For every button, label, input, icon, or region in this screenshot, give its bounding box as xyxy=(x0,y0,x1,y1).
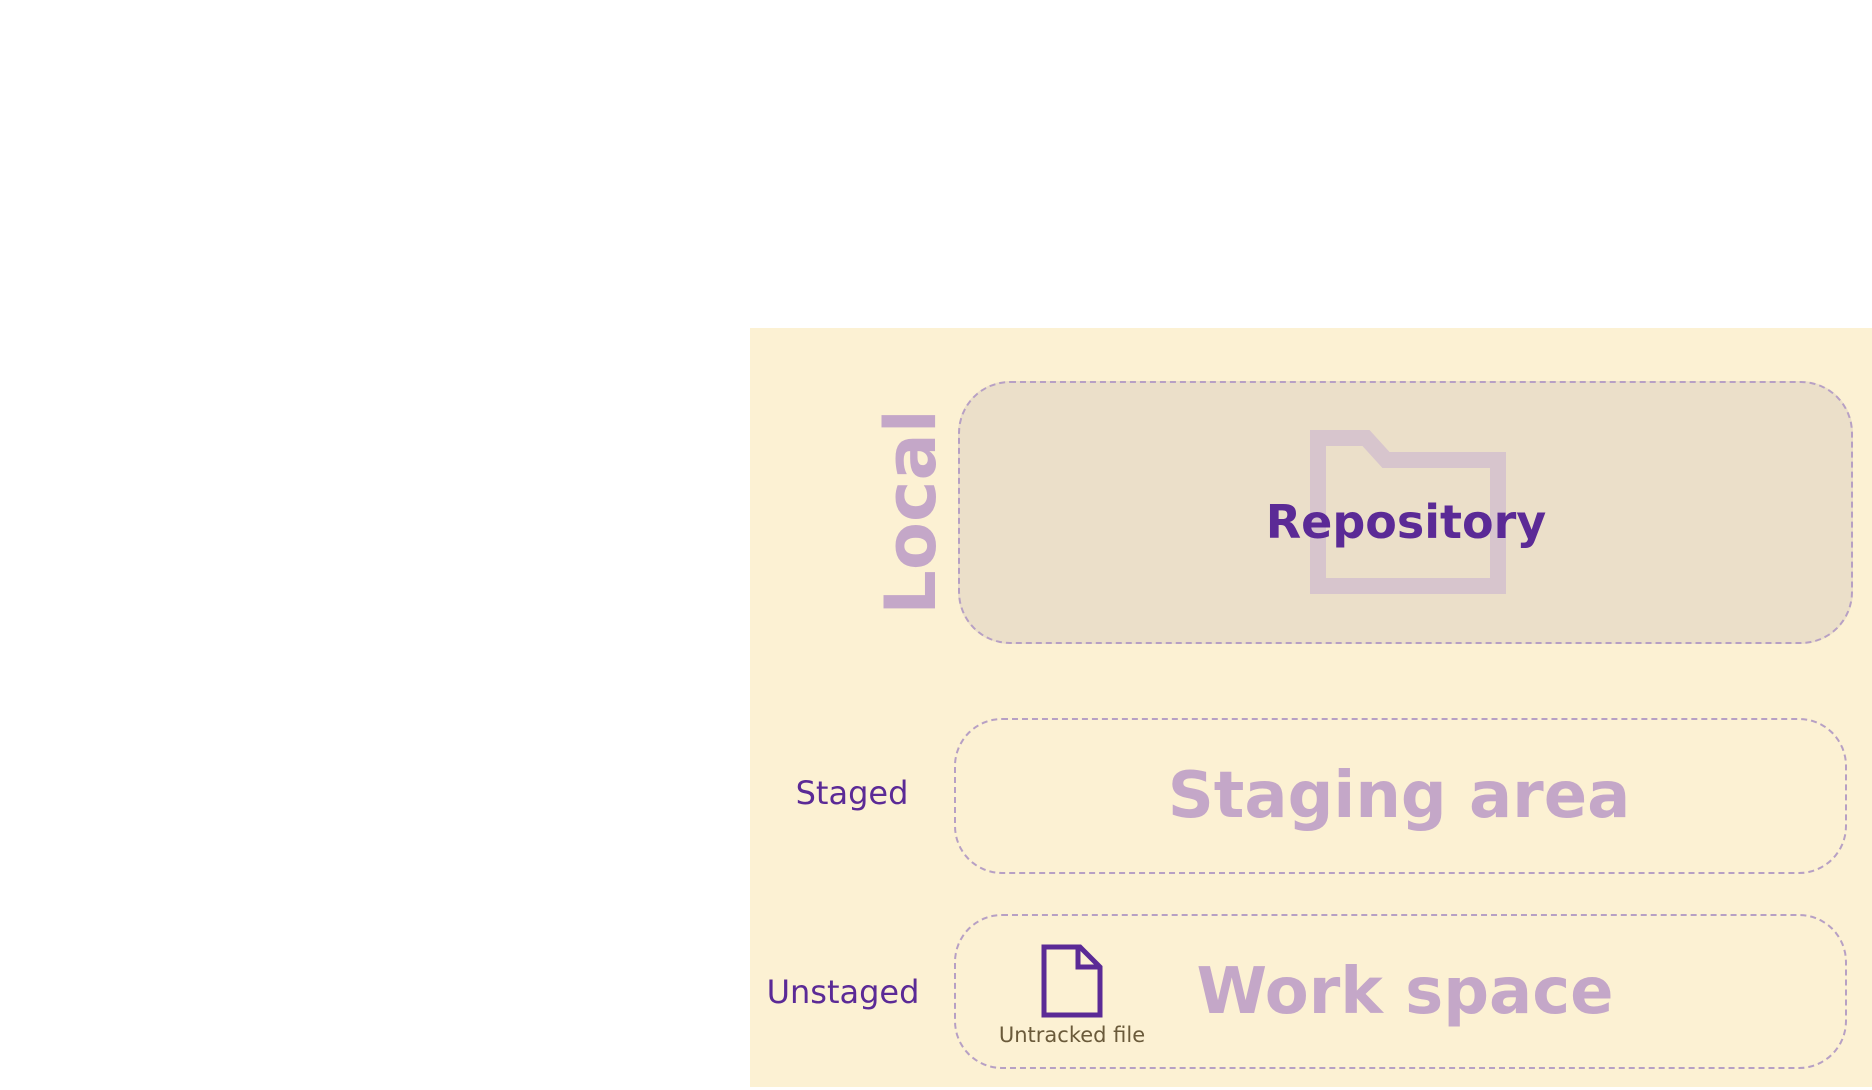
work-space-title: Work space xyxy=(1196,955,1614,1029)
folder-icon xyxy=(1310,430,1506,594)
repository-title: Repository xyxy=(1265,495,1547,549)
untracked-file-caption: Untracked file xyxy=(998,1023,1146,1047)
repository-box xyxy=(958,381,1853,644)
file-icon xyxy=(1041,944,1103,1018)
staging-area-title: Staging area xyxy=(1167,759,1631,833)
staged-label: Staged xyxy=(795,774,909,812)
work-space-box xyxy=(954,914,1847,1069)
local-label: Local xyxy=(870,409,952,615)
unstaged-label: Unstaged xyxy=(766,973,920,1011)
staging-area-box xyxy=(954,718,1847,874)
